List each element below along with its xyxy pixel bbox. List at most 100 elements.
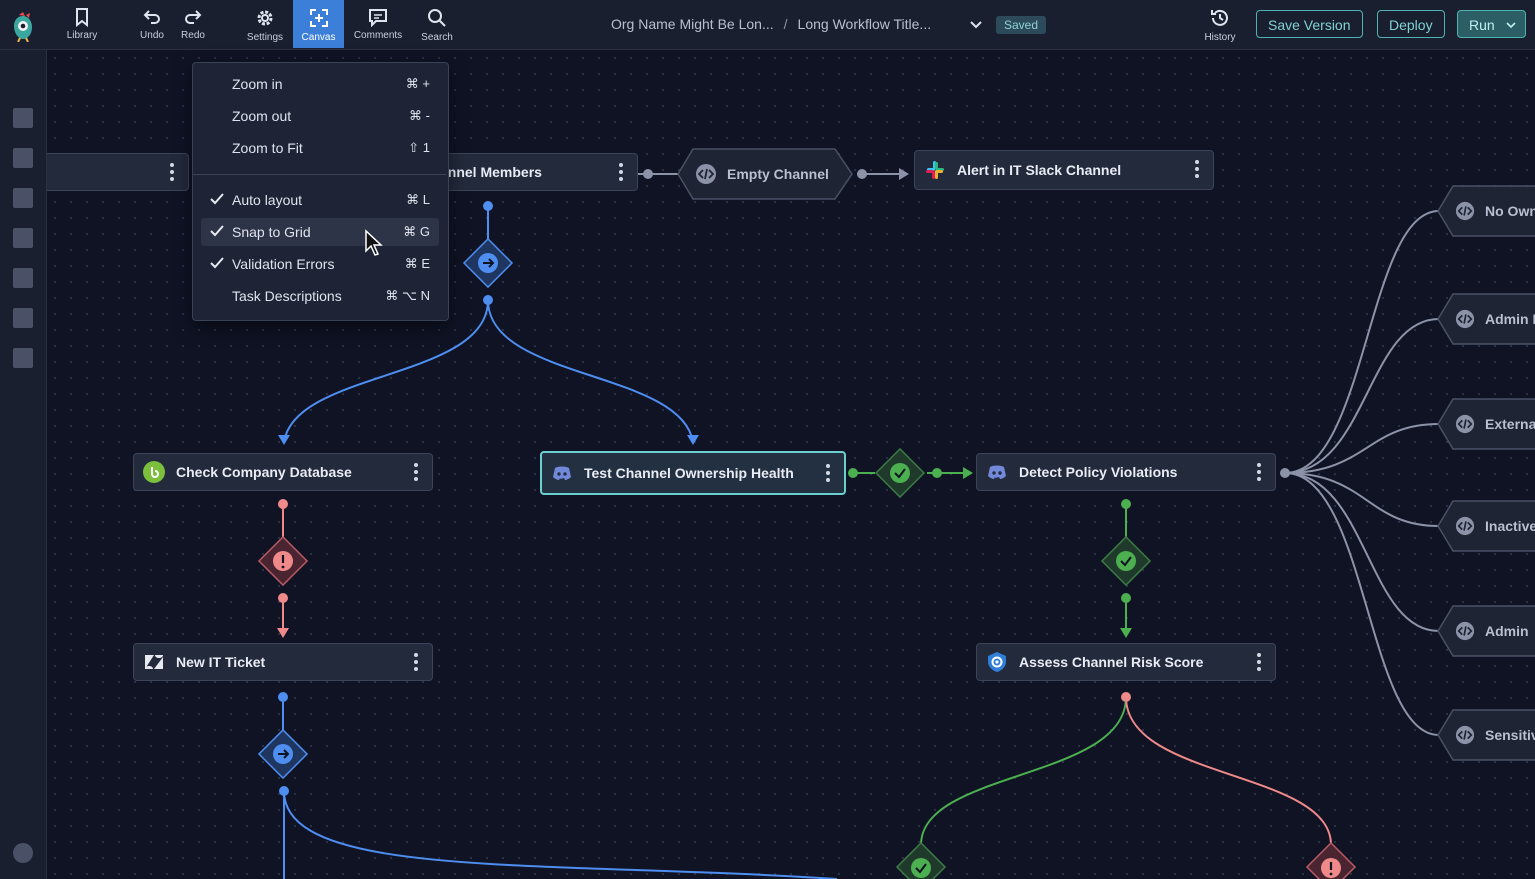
tag-shape	[1437, 293, 1535, 345]
branch-tag[interactable]: Sensitiv	[1437, 709, 1535, 761]
menu-item-zoom-to-fit[interactable]: Zoom to Fit ⇧ 1	[201, 134, 439, 162]
breadcrumb-workflow[interactable]: Long Workflow Title...	[797, 16, 932, 32]
code-icon	[1455, 621, 1475, 641]
node-title: Empty Channel	[727, 166, 829, 182]
tag-shape	[1437, 500, 1535, 552]
menu-item-task-descriptions[interactable]: Task Descriptions ⌘ ⌥ N	[201, 282, 439, 310]
search-button[interactable]: Search	[413, 0, 461, 48]
redo-label: Redo	[181, 30, 205, 41]
code-icon	[1455, 516, 1475, 536]
sidebar-item-7-icon[interactable]	[13, 348, 33, 368]
comment-icon	[369, 9, 387, 27]
mouse-cursor-icon	[365, 229, 383, 256]
sidebar-item-2-icon[interactable]	[13, 148, 33, 168]
library-button[interactable]: Library	[58, 0, 106, 48]
workflow-node-detect-policy-violations[interactable]: Detect Policy Violations	[976, 453, 1276, 491]
tag-shape	[1437, 709, 1535, 761]
undo-button[interactable]: Undo	[128, 0, 176, 48]
canvas-label: Canvas	[301, 32, 336, 43]
zendesk-icon	[145, 655, 163, 669]
success-decision-icon[interactable]	[874, 447, 926, 499]
slack-icon	[926, 161, 944, 179]
node-menu-icon[interactable]	[414, 463, 418, 484]
menu-item-zoom-in[interactable]: Zoom in ⌘ +	[201, 70, 439, 98]
error-decision-icon[interactable]	[1305, 841, 1357, 879]
success-decision-icon[interactable]	[1100, 535, 1152, 587]
sidebar-item-4-icon[interactable]	[13, 228, 33, 248]
code-icon	[696, 164, 716, 184]
node-menu-icon[interactable]	[170, 163, 174, 184]
branch-label: Admin I	[1485, 311, 1535, 327]
workflow-node-alert-slack[interactable]: Alert in IT Slack Channel	[914, 150, 1214, 190]
settings-button[interactable]: Settings	[241, 0, 289, 48]
node-menu-icon[interactable]	[1257, 653, 1261, 674]
workflow-node-empty-channel[interactable]: Empty Channel	[677, 148, 853, 200]
menu-item-label: Validation Errors	[232, 256, 335, 272]
branch-label: Admin	[1485, 623, 1529, 639]
node-menu-icon[interactable]	[619, 163, 623, 184]
error-decision-icon[interactable]	[257, 535, 309, 587]
checkmark-icon	[210, 257, 224, 269]
branch-tag[interactable]: No Own	[1437, 185, 1535, 237]
avatar[interactable]	[13, 843, 33, 863]
node-title: New IT Ticket	[176, 654, 266, 670]
sidebar-item-3-icon[interactable]	[13, 188, 33, 208]
workflow-node-assess-channel-risk[interactable]: Assess Channel Risk Score	[976, 643, 1276, 681]
run-button[interactable]: Run	[1457, 10, 1526, 38]
branch-tag[interactable]: Admin I	[1437, 293, 1535, 345]
workflow-node-new-it-ticket[interactable]: New IT Ticket	[133, 643, 433, 681]
menu-item-shortcut: ⌘ ⌥ N	[385, 288, 430, 303]
menu-item-snap-to-grid[interactable]: Snap to Grid ⌘ G	[201, 218, 439, 246]
save-version-button[interactable]: Save Version	[1256, 10, 1363, 38]
canvas-button[interactable]: Canvas	[293, 0, 344, 48]
comments-button[interactable]: Comments	[354, 0, 402, 48]
branch-tag[interactable]: Externa	[1437, 398, 1535, 450]
canvas-menu: Zoom in ⌘ + Zoom out ⌘ - Zoom to Fit ⇧ 1…	[192, 62, 449, 321]
node-menu-icon[interactable]	[826, 464, 830, 485]
branch-label: No Own	[1485, 203, 1535, 219]
branch-tag[interactable]: Inactive	[1437, 500, 1535, 552]
menu-item-zoom-out[interactable]: Zoom out ⌘ -	[201, 102, 439, 130]
menu-item-auto-layout[interactable]: Auto layout ⌘ L	[201, 186, 439, 214]
canvas-focus-icon	[309, 9, 328, 27]
app-logo-icon[interactable]	[9, 12, 37, 42]
menu-item-label: Snap to Grid	[232, 224, 311, 240]
code-icon	[1455, 309, 1475, 329]
search-icon	[428, 9, 446, 27]
branch-tag[interactable]: Admin	[1437, 605, 1535, 657]
menu-item-shortcut: ⌘ L	[406, 192, 430, 207]
sidebar-item-6-icon[interactable]	[13, 308, 33, 328]
menu-item-shortcut: ⌘ G	[403, 224, 430, 239]
history-button[interactable]: History	[1196, 0, 1244, 48]
workflow-node-hidden[interactable]	[47, 153, 189, 191]
tag-shape	[1437, 185, 1535, 237]
workflow-node-check-company-database[interactable]: Check Company Database	[133, 453, 433, 491]
search-label: Search	[421, 32, 453, 43]
run-label: Run	[1469, 17, 1495, 33]
menu-item-validation-errors[interactable]: Validation Errors ⌘ E	[201, 250, 439, 278]
branch-label: Inactive	[1485, 518, 1535, 534]
node-menu-icon[interactable]	[1195, 160, 1199, 181]
menu-item-label: Zoom in	[232, 76, 283, 92]
router-decision-icon[interactable]	[257, 728, 309, 780]
chevron-down-icon[interactable]	[969, 19, 983, 31]
workflow-node-test-channel-ownership[interactable]: Test Channel Ownership Health	[540, 451, 846, 495]
node-menu-icon[interactable]	[1257, 463, 1261, 484]
router-decision-icon[interactable]	[462, 237, 514, 289]
success-decision-icon[interactable]	[895, 841, 947, 879]
node-title: Test Channel Ownership Health	[584, 465, 794, 481]
breadcrumb-org[interactable]: Org Name Might Be Lon...	[611, 16, 774, 32]
tag-shape	[1437, 398, 1535, 450]
status-badge: Saved	[996, 16, 1047, 34]
undo-icon	[143, 10, 160, 24]
sidebar-item-5-icon[interactable]	[13, 268, 33, 288]
library-label: Library	[66, 30, 98, 41]
node-menu-icon[interactable]	[414, 653, 418, 674]
sidebar-item-1-icon[interactable]	[13, 108, 33, 128]
redo-button[interactable]: Redo	[169, 0, 217, 48]
deploy-button[interactable]: Deploy	[1377, 10, 1445, 38]
node-title: annel Members	[440, 164, 542, 180]
node-title: Alert in IT Slack Channel	[957, 162, 1122, 178]
chevron-down-icon[interactable]	[1506, 21, 1516, 29]
left-sidebar	[0, 49, 47, 879]
